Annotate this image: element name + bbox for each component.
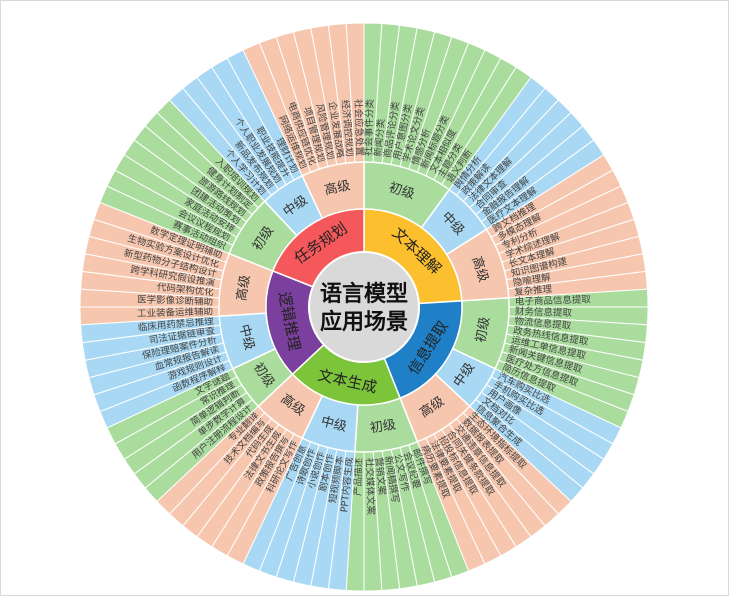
level-label: 中级 xyxy=(236,323,257,352)
outer-label: 电子商品信息提取 xyxy=(515,293,592,307)
level-label: 初级 xyxy=(369,418,397,437)
outer-label: 财务信息提取 xyxy=(515,305,573,319)
outer-label: 营销文案 xyxy=(373,457,389,496)
outer-label: 工业装备运维辅助 xyxy=(137,305,213,319)
outer-label: 新闻分类 xyxy=(372,118,388,157)
center-title: 语言模型 xyxy=(320,281,408,307)
level-label: 高级 xyxy=(468,254,491,284)
level-label: 初级 xyxy=(474,316,494,344)
outer-label: 产品描述 xyxy=(352,457,365,496)
center-circle xyxy=(308,251,420,363)
level-label: 中级 xyxy=(319,414,348,435)
level-label: 高级 xyxy=(323,177,352,198)
center-title: 应用场景 xyxy=(320,309,408,335)
outer-label: 社会应急处置 xyxy=(352,99,366,156)
level-label: 高级 xyxy=(234,274,254,302)
outer-label: 复杂推理 xyxy=(514,283,553,299)
outer-label: 社会事件分类 xyxy=(362,98,376,156)
outer-label: 医学影像诊断辅助 xyxy=(137,293,213,307)
outer-label: 社交媒体文案 xyxy=(363,458,377,516)
